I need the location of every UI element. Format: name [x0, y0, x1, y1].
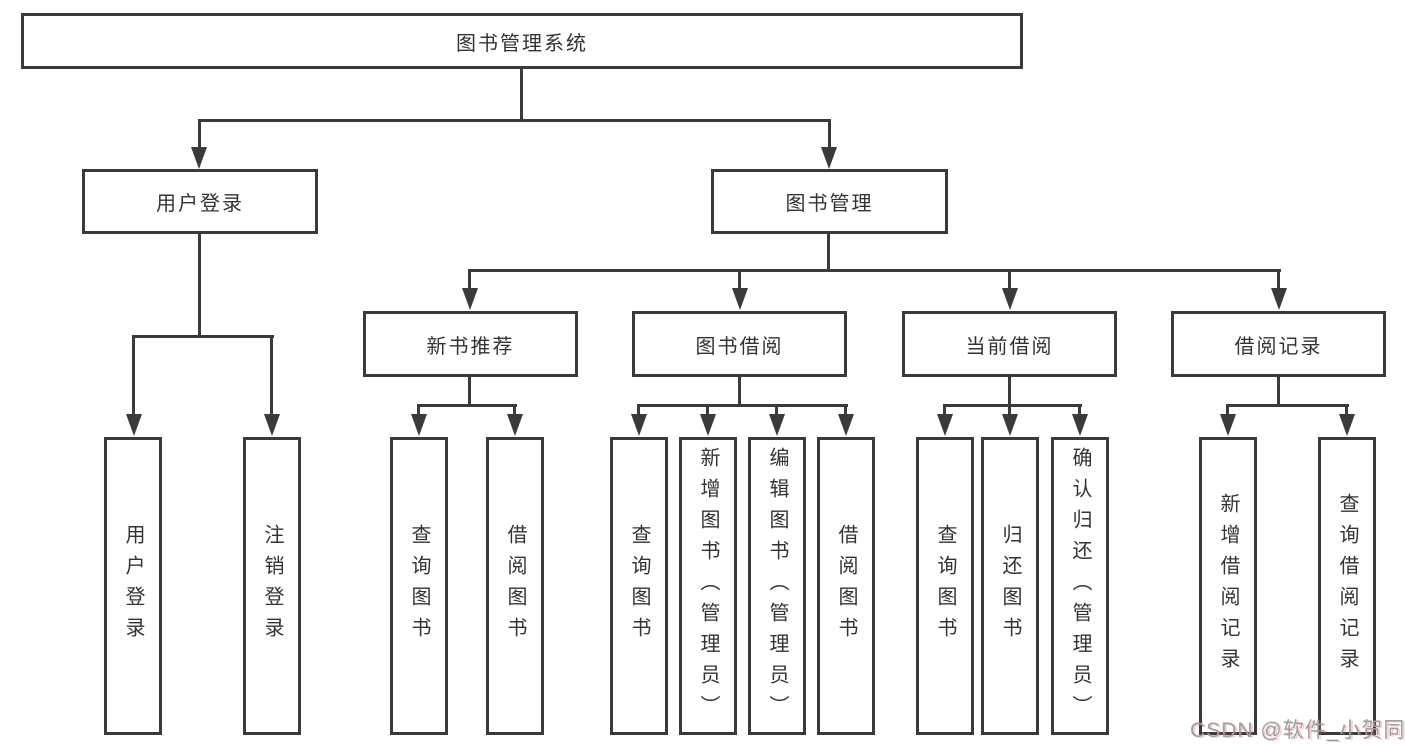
- leaf-label: 查询图书: [628, 524, 650, 648]
- node-library-system: 图书管理系统: [21, 13, 1023, 69]
- arrow-down-icon: [821, 147, 837, 169]
- connector-drop-leaf: [1078, 404, 1081, 418]
- leaf-label: 用户登录: [122, 524, 144, 648]
- leaf-label: 查询借阅记录: [1336, 493, 1358, 679]
- leaf-confirm-return-admin: 确认归还（管理员）: [1051, 437, 1109, 735]
- arrow-down-icon: [1271, 288, 1287, 310]
- leaf-query-books-recommend: 查询图书: [390, 437, 448, 735]
- leaf-borrow-books-recommend: 借阅图书: [486, 437, 544, 735]
- connector-drop-leaf: [775, 404, 778, 418]
- leaf-edit-books-admin: 编辑图书（管理员）: [748, 437, 806, 735]
- leaf-logout: 注销登录: [243, 437, 301, 735]
- arrow-down-icon: [1220, 414, 1236, 436]
- connector-login-rail: [132, 335, 274, 338]
- connector-newbook-stem: [468, 377, 471, 405]
- arrow-down-icon: [769, 414, 785, 436]
- connector-drop-leaf: [417, 404, 420, 418]
- connector-drop-leaf: [706, 404, 709, 418]
- node-label: 用户登录: [156, 193, 244, 215]
- leaf-label: 编辑图书（管理员）: [766, 446, 788, 726]
- leaf-label: 注销登录: [261, 524, 283, 648]
- csdn-watermark: CSDN @软件_小贺同学: [1190, 719, 1405, 742]
- leaf-label: 借阅图书: [835, 524, 857, 648]
- node-current-borrowing: 当前借阅: [902, 311, 1117, 377]
- arrow-down-icon: [700, 414, 716, 436]
- connector-records-rail: [1226, 404, 1349, 407]
- node-label: 图书管理: [785, 193, 874, 215]
- leaf-label: 新增图书（管理员）: [697, 446, 719, 726]
- connector-drop-newbook: [468, 269, 471, 289]
- arrow-down-icon: [507, 414, 523, 436]
- node-new-book-recommend: 新书推荐: [363, 311, 578, 377]
- node-label: 借阅记录: [1234, 335, 1323, 358]
- connector-drop-records: [1277, 269, 1280, 289]
- connector-drop-leaf: [844, 404, 847, 418]
- connector-drop-leaf: [1345, 404, 1348, 418]
- leaf-label: 确认归还（管理员）: [1069, 446, 1091, 726]
- connector-borrow-rail: [637, 404, 848, 407]
- leaf-return-books: 归还图书: [981, 437, 1039, 735]
- arrow-down-icon: [631, 414, 647, 436]
- connector-login-stem: [198, 234, 201, 337]
- arrow-down-icon: [126, 414, 142, 436]
- connector-root-stem: [520, 68, 523, 121]
- arrow-down-icon: [264, 414, 280, 436]
- node-label: 图书借阅: [695, 335, 784, 358]
- arrow-down-icon: [937, 414, 953, 436]
- connector-drop-leaf: [637, 404, 640, 418]
- leaf-label: 查询图书: [408, 524, 430, 648]
- node-label: 当前借阅: [965, 335, 1054, 358]
- connector-current-stem: [1008, 377, 1011, 405]
- connector-drop-leaf: [1226, 404, 1229, 418]
- leaf-borrow-books: 借阅图书: [817, 437, 875, 735]
- arrow-down-icon: [1002, 288, 1018, 310]
- leaf-label: 借阅图书: [504, 524, 526, 648]
- arrow-down-icon: [838, 414, 854, 436]
- arrow-down-icon: [1339, 414, 1355, 436]
- node-book-management: 图书管理: [711, 169, 948, 234]
- connector-mgmt-stem: [827, 234, 830, 271]
- connector-records-stem: [1277, 377, 1280, 405]
- leaf-label: 归还图书: [999, 524, 1021, 648]
- connector-drop-leaf: [943, 404, 946, 418]
- leaf-query-borrow-record: 查询借阅记录: [1318, 437, 1376, 735]
- node-user-login: 用户登录: [82, 169, 318, 234]
- connector-drop-current: [1008, 269, 1011, 289]
- connector-drop-mgmt: [828, 119, 831, 150]
- connector-root-rail: [198, 119, 831, 122]
- connector-drop-borrow: [738, 269, 741, 289]
- leaf-label: 查询图书: [934, 524, 956, 648]
- connector-mgmt-rail: [468, 269, 1281, 272]
- connector-drop-logout: [270, 335, 273, 416]
- connector-drop-leaf: [513, 404, 516, 418]
- arrow-down-icon: [462, 288, 478, 310]
- leaf-add-books-admin: 新增图书（管理员）: [679, 437, 737, 735]
- arrow-down-icon: [191, 147, 207, 169]
- leaf-label: 新增借阅记录: [1217, 493, 1239, 679]
- node-label: 新书推荐: [426, 335, 515, 358]
- connector-borrow-stem: [738, 377, 741, 405]
- connector-drop-user-login: [132, 335, 135, 416]
- arrow-down-icon: [1002, 414, 1018, 436]
- connector-drop-leaf: [1008, 404, 1011, 418]
- leaf-query-books-borrow: 查询图书: [610, 437, 668, 735]
- node-book-borrowing: 图书借阅: [632, 311, 847, 377]
- leaf-query-books-current: 查询图书: [916, 437, 974, 735]
- leaf-user-login: 用户登录: [104, 437, 162, 735]
- arrow-down-icon: [411, 414, 427, 436]
- leaf-add-borrow-record: 新增借阅记录: [1199, 437, 1257, 735]
- arrow-down-icon: [1072, 414, 1088, 436]
- node-borrowing-records: 借阅记录: [1171, 311, 1386, 377]
- connector-current-rail: [943, 404, 1082, 407]
- connector-drop-login: [198, 119, 201, 150]
- node-label: 图书管理系统: [456, 32, 588, 55]
- connector-newbook-rail: [417, 404, 517, 407]
- arrow-down-icon: [732, 288, 748, 310]
